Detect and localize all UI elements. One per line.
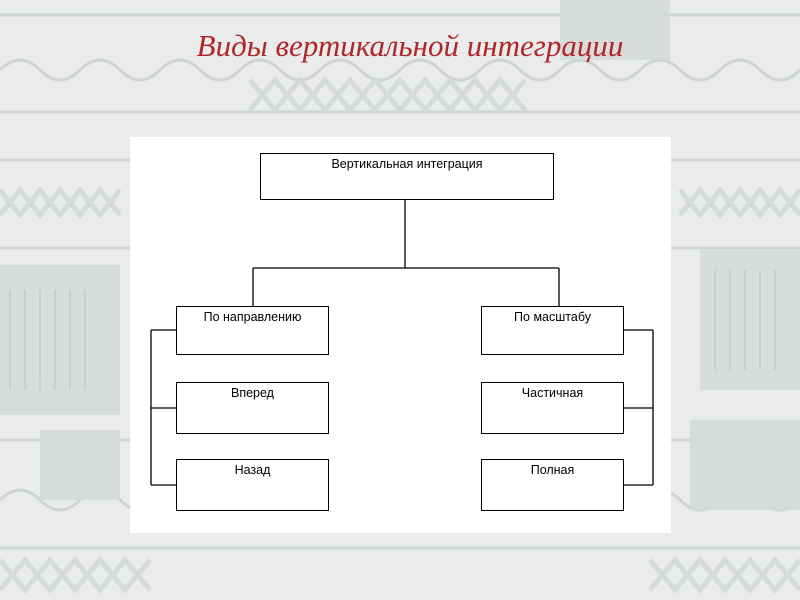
node-full: Полная xyxy=(481,459,624,511)
node-forward: Вперед xyxy=(176,382,329,434)
node-by-scale: По масштабу xyxy=(481,306,624,355)
root-node: Вертикальная интеграция xyxy=(260,153,554,200)
node-backward: Назад xyxy=(176,459,329,511)
node-partial: Частичная xyxy=(481,382,624,434)
slide-title: Виды вертикальной интеграции xyxy=(196,28,624,63)
node-by-direction: По направлению xyxy=(176,306,329,355)
